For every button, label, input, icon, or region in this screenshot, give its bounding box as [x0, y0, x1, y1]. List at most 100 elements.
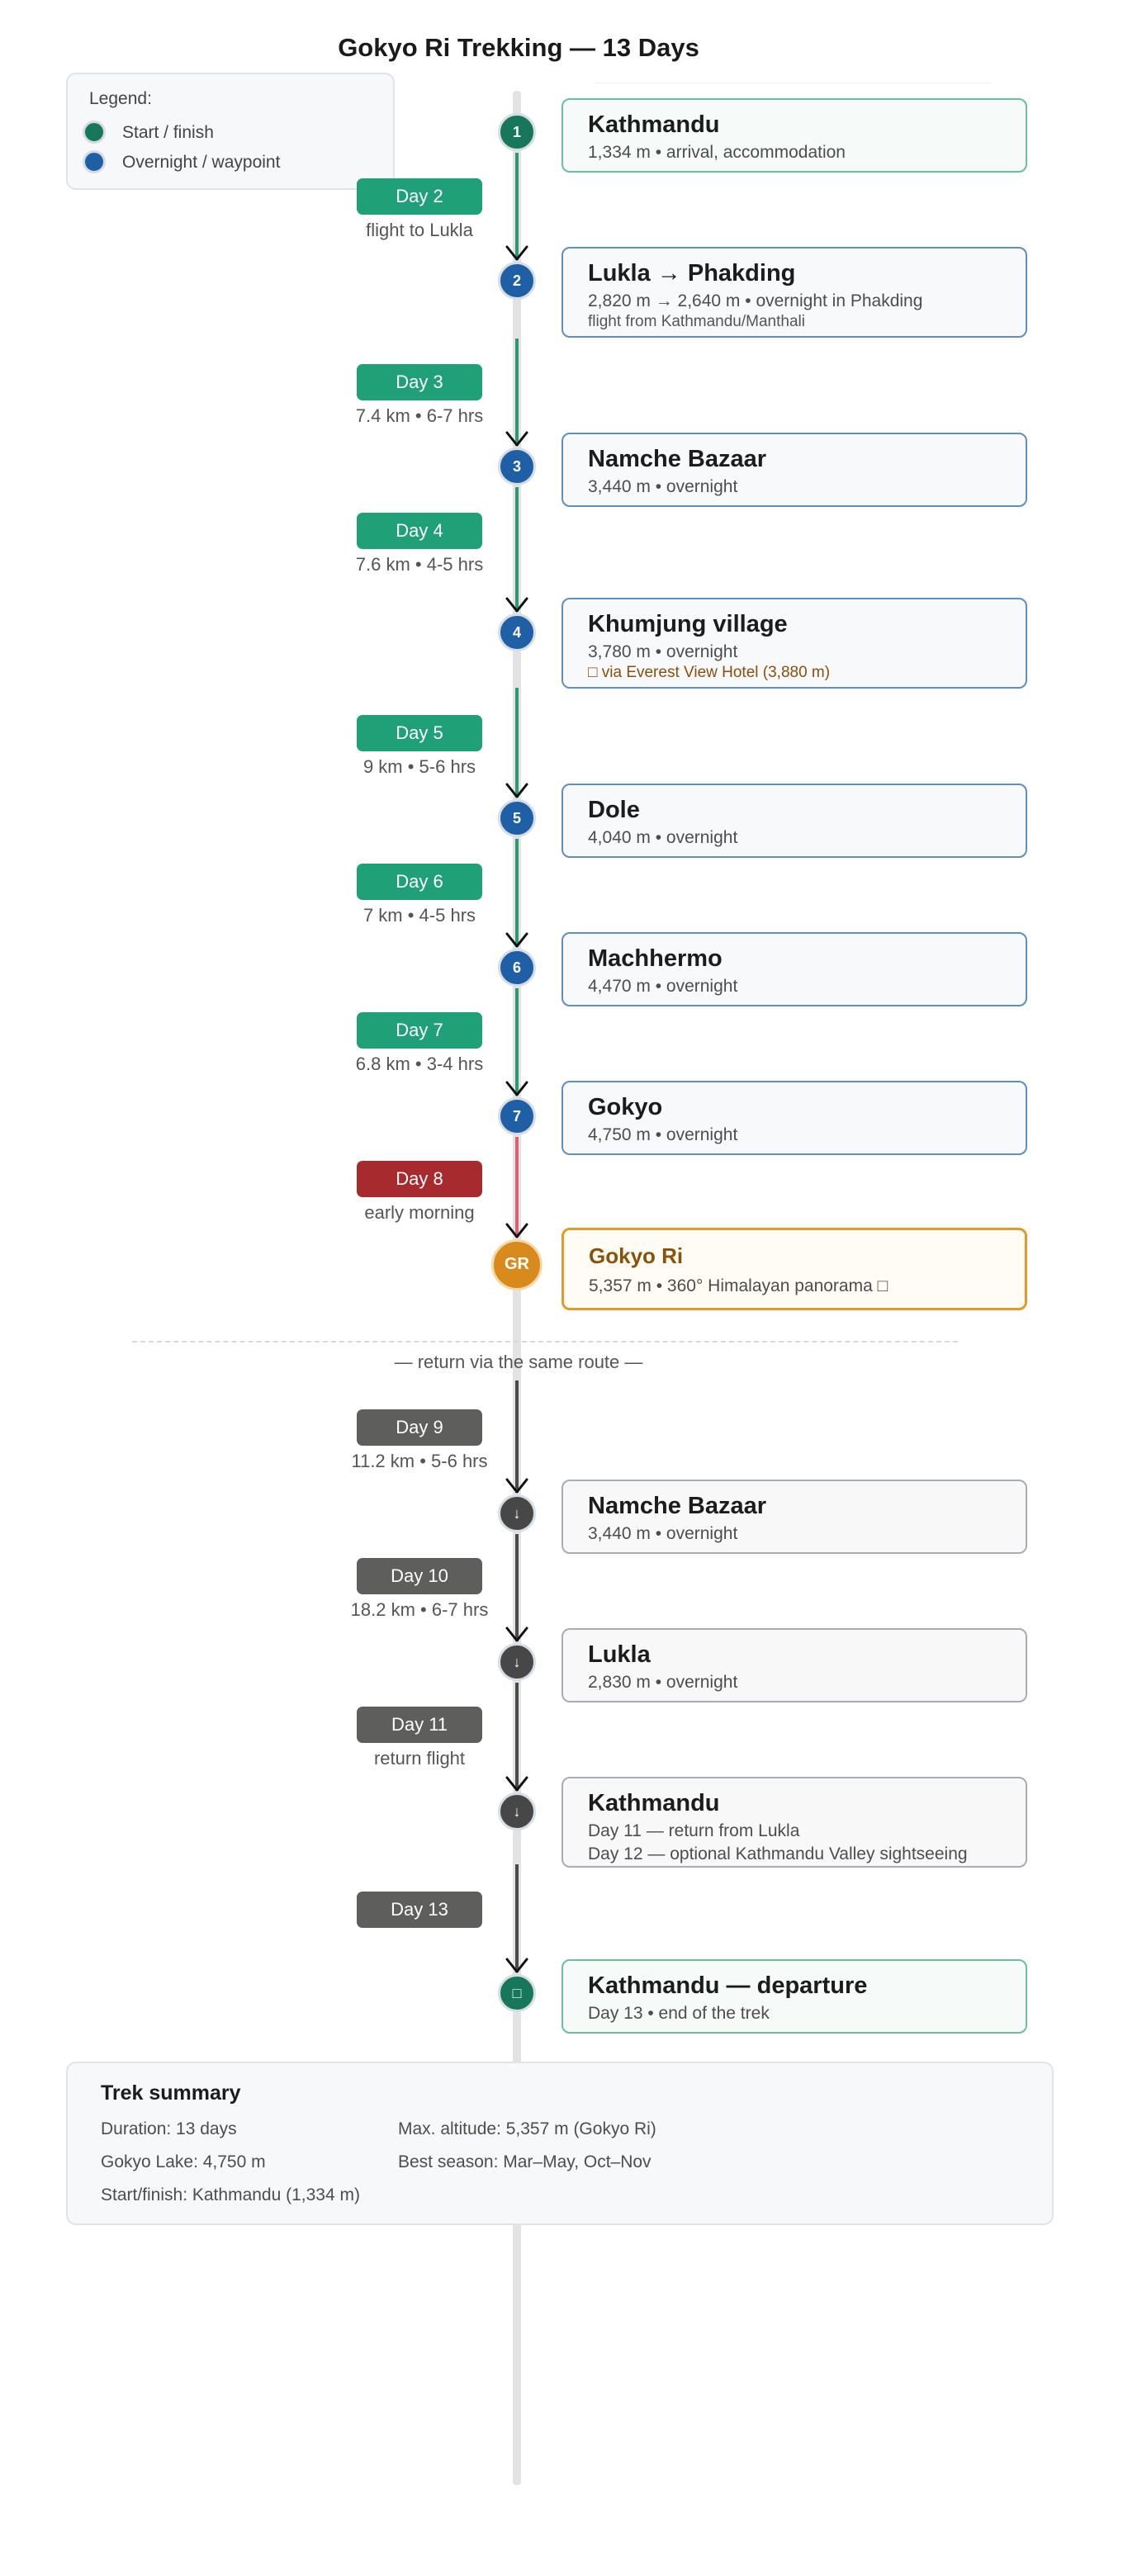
route-segment: [515, 1137, 519, 1238]
stop-card: Gokyo 4,750 m • overnight: [562, 1081, 1027, 1155]
arrow-down-icon: [505, 932, 528, 948]
route-segment: [515, 988, 519, 1096]
leg-note: 7 km • 4-5 hrs: [362, 905, 476, 926]
leg-note: flight to Lukla: [366, 220, 473, 240]
stop-title: Kathmandu: [588, 1790, 720, 1816]
summary-gokyo-lake: Gokyo Lake: 4,750 m: [101, 2152, 266, 2171]
day-pill: Day 6: [357, 864, 482, 900]
route-segment: [515, 688, 519, 798]
stop-detail: Day 12 — optional Kathmandu Valley sight…: [588, 1844, 968, 1863]
leg-note: 7.4 km • 6-7 hrs: [355, 405, 484, 426]
waypoint-swatch-icon: [83, 150, 106, 173]
arrow-down-icon: [505, 1776, 528, 1792]
arrow-down-icon: [505, 1478, 528, 1494]
stop-detail: 5,357 m • 360° Himalayan panorama □: [589, 1276, 888, 1295]
stop-node: 3: [498, 447, 536, 485]
stop-title: Kathmandu: [588, 111, 720, 138]
stop-title: Gokyo Ri: [589, 1243, 684, 1268]
day-pill: Day 11: [357, 1707, 482, 1743]
trek-summary: Trek summary Duration: 13 days Max. alti…: [66, 2062, 1054, 2225]
stop-card: Gokyo Ri 5,357 m • 360° Himalayan panoram…: [562, 1228, 1027, 1310]
stop-node: ↓: [498, 1494, 536, 1532]
stop-detail: 2,830 m • overnight: [588, 1673, 738, 1692]
route-segment: [515, 153, 519, 260]
day-pill: Day 13: [357, 1892, 482, 1928]
stop-subnote: flight from Kathmandu/Manthali: [588, 313, 805, 330]
stop-node: 5: [498, 799, 536, 837]
route-segment: [515, 1864, 519, 1972]
page-title: Gokyo Ri Trekking — 13 Days: [338, 33, 699, 62]
stop-card: Dole 4,040 m • overnight: [562, 784, 1027, 858]
day-pill: Day 4: [357, 513, 482, 549]
route-segment: [515, 839, 519, 947]
stop-title: Kathmandu — departure: [588, 1972, 868, 1999]
arrow-down-icon: [505, 1223, 528, 1238]
stop-card: Machhermo 4,470 m • overnight: [562, 932, 1027, 1006]
arrow-down-icon: [505, 245, 528, 261]
leg-note: 18.2 km • 6-7 hrs: [350, 1599, 489, 1620]
stop-detail: 3,440 m • overnight: [588, 477, 738, 496]
summary-title: Trek summary: [101, 2081, 241, 2105]
leg-note: 9 km • 5-6 hrs: [362, 756, 476, 777]
stop-detail: 3,440 m • overnight: [588, 1524, 738, 1543]
day-pill: Day 5: [357, 715, 482, 751]
stop-card: Lukla 2,830 m • overnight: [562, 1628, 1027, 1702]
route-segment: [515, 1683, 519, 1791]
arrow-down-icon: [505, 1627, 528, 1642]
stop-card: Namche Bazaar 3,440 m • overnight: [562, 1480, 1027, 1554]
route-segment: [515, 1380, 519, 1493]
day-pill: Day 2: [357, 178, 482, 215]
arrow-down-icon: [505, 1081, 528, 1096]
start-finish-swatch-icon: [83, 121, 106, 144]
arrow-down-icon: [505, 431, 528, 447]
return-divider: [132, 1341, 958, 1342]
day-pill: Day 3: [357, 364, 482, 400]
legend-label: Start / finish: [122, 123, 214, 142]
arrow-down-icon: [505, 597, 528, 613]
stop-detail: 4,750 m • overnight: [588, 1125, 738, 1144]
legend-label: Overnight / waypoint: [122, 153, 281, 172]
leg-note: 11.2 km • 5-6 hrs: [351, 1451, 488, 1471]
day-pill: Day 10: [357, 1558, 482, 1594]
stop-title: Gokyo: [588, 1094, 663, 1120]
return-label: — return via the same route —: [394, 1352, 643, 1372]
stop-title: Dole: [588, 797, 640, 823]
stop-detail: 3,780 m • overnight: [588, 642, 738, 661]
stop-detail: Day 11 — return from Lukla: [588, 1821, 800, 1840]
stop-node: GR: [491, 1239, 543, 1290]
summary-best-season: Best season: Mar–May, Oct–Nov: [398, 2152, 652, 2171]
stop-title: Machhermo: [588, 945, 723, 972]
stop-detail: 4,470 m • overnight: [588, 977, 738, 996]
route-segment: [515, 487, 519, 612]
leg-note: 7.6 km • 4-5 hrs: [355, 554, 484, 575]
stop-node: ↓: [498, 1792, 536, 1830]
stop-card: Lukla → Phakding 2,820 m → 2,640 m • over…: [562, 247, 1027, 338]
summary-max-altitude: Max. altitude: 5,357 m (Gokyo Ri): [398, 2119, 656, 2138]
route-segment: [515, 1534, 519, 1641]
stop-node: 7: [498, 1097, 536, 1135]
stop-detail: 2,820 m → 2,640 m • overnight in Phakdin…: [588, 291, 923, 310]
stop-detail: Day 13 • end of the trek: [588, 2004, 770, 2023]
stop-title: Lukla → Phakding: [588, 260, 796, 286]
stop-highlight-note: □ via Everest View Hotel (3,880 m): [588, 664, 831, 681]
stop-title: Namche Bazaar: [588, 1493, 766, 1519]
day-pill: Day 8: [357, 1161, 482, 1197]
stop-detail: 4,040 m • overnight: [588, 828, 738, 847]
summary-start-finish: Start/finish: Kathmandu (1,334 m): [101, 2185, 360, 2204]
legend-title: Legend:: [89, 89, 152, 108]
day-pill: Day 7: [357, 1012, 482, 1049]
stop-node: 4: [498, 613, 536, 651]
leg-note: 6.8 km • 3-4 hrs: [355, 1054, 484, 1074]
route-segment: [515, 339, 519, 446]
stop-node: ↓: [498, 1643, 536, 1681]
stop-node: 6: [498, 949, 536, 987]
leg-note: return flight: [373, 1748, 466, 1769]
stop-node: 1: [498, 113, 536, 151]
arrow-down-icon: [505, 783, 528, 798]
stop-title: Lukla: [588, 1641, 651, 1668]
arrow-down-icon: [505, 1958, 528, 1973]
